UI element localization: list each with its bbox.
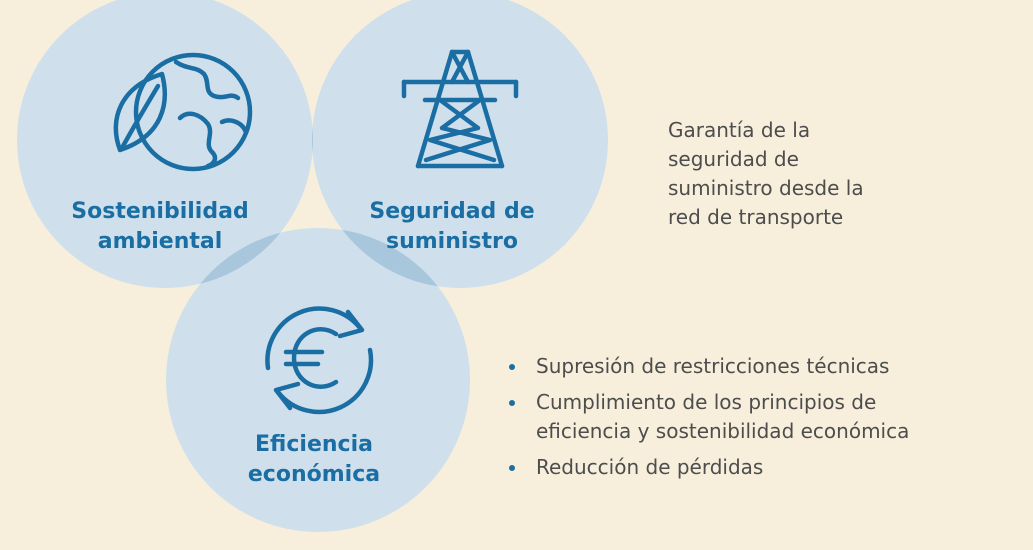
circle-label-seguridad: Seguridad de suministro [342,197,562,257]
label-line: Seguridad de [369,199,535,224]
bullet-dot-icon [509,364,515,370]
bullet-item: Supresión de restricciones técnicas [505,352,1025,381]
bullet-item: Reducción de pérdidas [505,453,1025,482]
power-tower-icon [401,49,519,169]
euro-cycle-icon [265,306,374,415]
globe-leaf-icon [113,52,253,172]
description-line: seguridad de [668,147,799,171]
label-line: suministro [386,229,518,254]
eficiencia-bullet-list: Supresión de restricciones técnicas Cump… [505,352,1025,489]
circle-label-sostenibilidad: Sostenibilidad ambiental [50,197,270,257]
description-line: red de transporte [668,205,844,229]
label-line: ambiental [97,229,223,254]
bullet-text: Supresión de restricciones técnicas [536,354,890,378]
bullet-dot-icon [509,465,515,471]
label-line: Eficiencia [255,432,373,457]
bullet-text: eficiencia y sostenibilidad económica [536,419,910,443]
circle-sostenibilidad [17,0,313,288]
label-line: Sostenibilidad [71,199,249,224]
description-line: Garantía de la [668,118,811,142]
circle-eficiencia [166,228,470,532]
label-line: económica [247,462,381,487]
bullet-dot-icon [509,400,515,406]
seguridad-description: Garantía de la seguridad de suministro d… [668,116,998,232]
circle-label-eficiencia: Eficiencia económica [204,430,424,490]
description-line: suministro desde la [668,176,864,200]
circle-seguridad [312,0,608,288]
bullet-text: Cumplimiento de los principios de [536,390,877,414]
bullet-item: Cumplimiento de los principios de eficie… [505,388,1025,446]
bullet-text: Reducción de pérdidas [536,455,764,479]
